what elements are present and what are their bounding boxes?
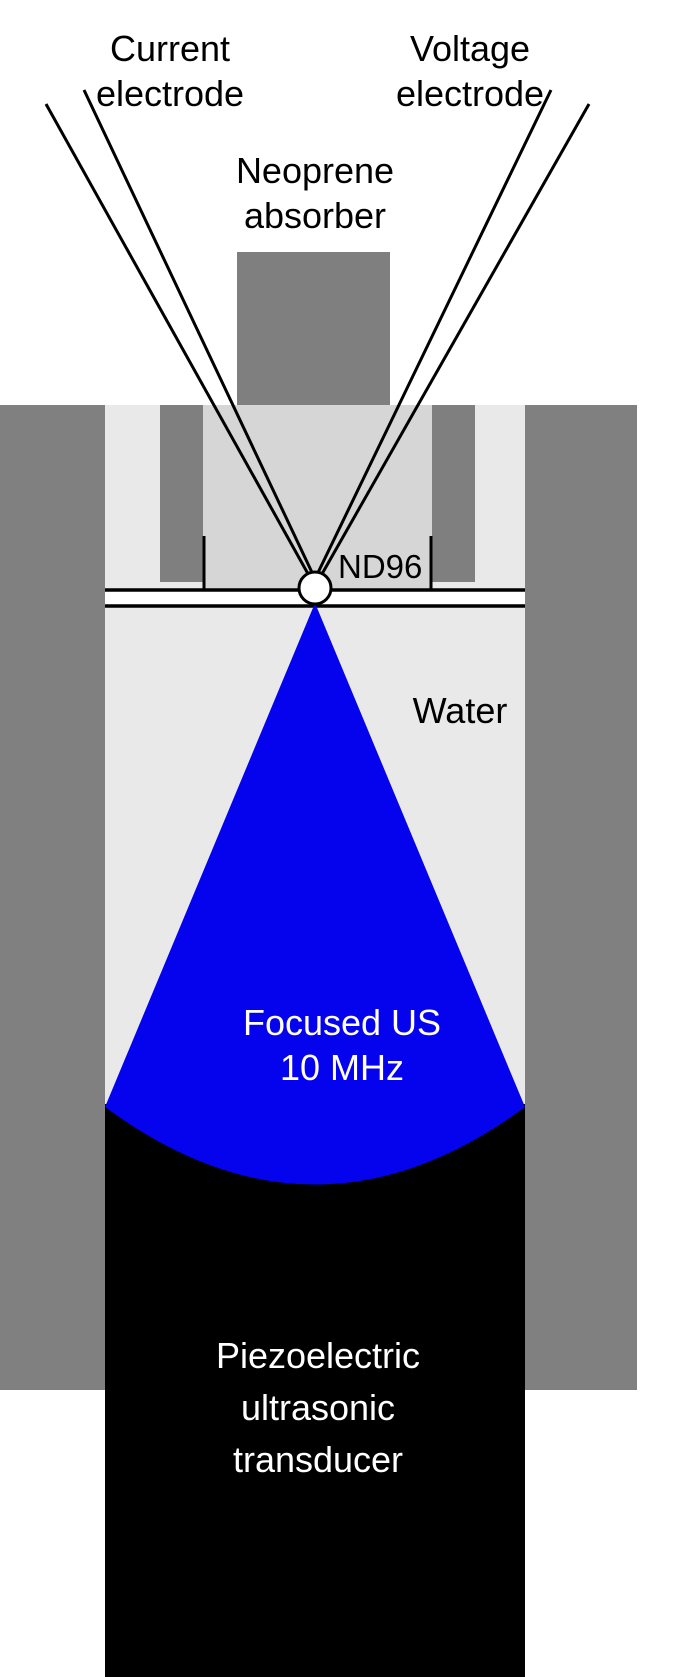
- neoprene-absorber-label: Neoprene absorber: [235, 150, 395, 236]
- ultrasound-beam: [105, 603, 525, 1185]
- current-electrode-inner-line: [82, 89, 319, 584]
- right-wall: [525, 405, 637, 1390]
- water-label: Water: [412, 690, 508, 731]
- voltage-electrode-outer-line: [316, 103, 591, 582]
- transducer-label: Piezoelectric ultrasonic transducer: [215, 1335, 421, 1481]
- transducer-body: [105, 1104, 525, 1677]
- chamber-left-pillar: [160, 405, 203, 582]
- left-wall: [0, 405, 105, 1390]
- focused-us-label: Focused US 10 MHz: [242, 1002, 442, 1088]
- voltage-electrode-label: Voltage electrode: [395, 28, 545, 114]
- nd96-label: ND96: [338, 548, 423, 585]
- neoprene-absorber: [237, 252, 390, 405]
- current-electrode-outer-line: [44, 103, 314, 582]
- current-electrode-label: Current electrode: [95, 28, 245, 114]
- oocyte-circle: [297, 570, 333, 606]
- chamber-right-pillar: [432, 405, 475, 582]
- recording-chamber: [203, 405, 432, 591]
- voltage-electrode-inner-line: [311, 89, 553, 584]
